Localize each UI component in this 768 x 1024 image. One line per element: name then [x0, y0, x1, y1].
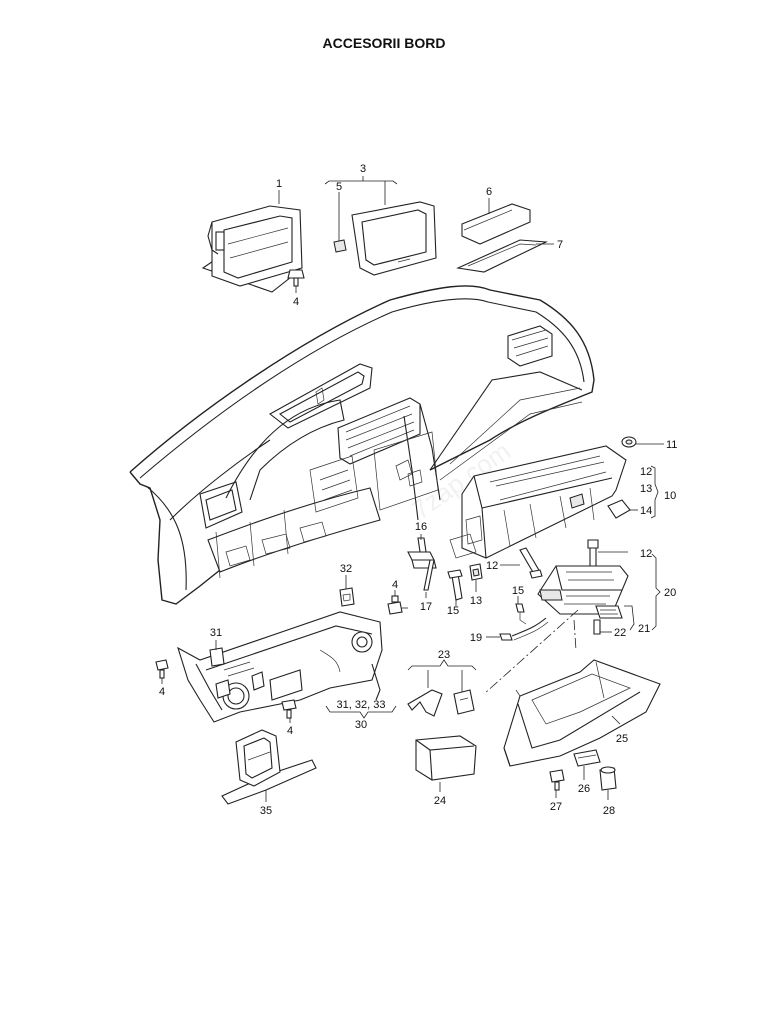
callout-7: 7 [557, 239, 563, 251]
callout-27: 27 [550, 801, 562, 813]
callout-15-a: 15 [447, 605, 459, 617]
callout-24: 24 [434, 795, 446, 807]
part-11-clip [621, 436, 664, 448]
callout-3: 3 [360, 163, 366, 175]
callout-labels: 1 3 4 5 6 7 11 12 13 10 14 16 12 12 20 3… [159, 163, 677, 817]
callout-17: 17 [420, 601, 432, 613]
callout-6: 6 [486, 186, 492, 198]
callout-31-32-33: 31, 32, 33 [337, 699, 386, 711]
callout-12-b: 12 [486, 560, 498, 572]
callout-4-top: 4 [293, 296, 299, 308]
bracket-10 [650, 465, 659, 519]
callout-4-mid: 4 [392, 579, 398, 591]
part-1-console-bezel [201, 190, 303, 293]
callout-19: 19 [470, 632, 482, 644]
part-23-brackets [407, 659, 477, 717]
bracket-30 [325, 705, 397, 719]
callout-35: 35 [260, 805, 272, 817]
part-10-glovebox-housing [449, 445, 627, 559]
callout-1: 1 [276, 178, 282, 190]
callout-31: 31 [210, 627, 222, 639]
callout-4-left: 4 [159, 686, 165, 698]
part-6-7-covers [456, 198, 554, 273]
part-20-lock-mechanism [537, 539, 661, 635]
callout-25: 25 [616, 733, 628, 745]
parts-13-17-hardware [407, 534, 483, 606]
part-25-glovebox-lid [503, 659, 661, 767]
alignment-line-b [573, 619, 577, 651]
alignment-line-a [483, 609, 579, 695]
callout-11: 11 [666, 439, 677, 451]
part-4-screws-lower [155, 659, 297, 723]
callout-12-c: 12 [640, 548, 652, 560]
part-3-display-frame [324, 176, 437, 276]
callout-21: 21 [638, 623, 650, 635]
part-30-lower-trim [177, 611, 383, 723]
callout-23: 23 [438, 649, 450, 661]
part-24-storage-tray [415, 735, 477, 792]
callout-4-lower: 4 [287, 725, 293, 737]
callout-20: 20 [664, 587, 676, 599]
callout-13-b: 13 [470, 595, 482, 607]
parts-15-19-cable [486, 596, 549, 641]
callout-14: 14 [640, 505, 652, 517]
callout-26: 26 [578, 783, 590, 795]
callout-15-b: 15 [512, 585, 524, 597]
callout-30: 30 [355, 719, 367, 731]
part-4-screw-top [287, 269, 305, 293]
part-32-clip [339, 575, 408, 615]
callout-13-a: 13 [640, 483, 652, 495]
callout-10: 10 [664, 490, 676, 502]
callout-16: 16 [415, 521, 427, 533]
callout-32: 32 [340, 563, 352, 575]
callout-28: 28 [603, 805, 615, 817]
part-12-screw-a [500, 547, 543, 579]
page-title: ACCESORII BORD [322, 35, 446, 51]
part-14-bracket [607, 499, 638, 519]
callout-5: 5 [336, 181, 342, 193]
callout-22: 22 [614, 627, 626, 639]
parts-26-28-latch [549, 749, 617, 800]
callout-12-a: 12 [640, 466, 652, 478]
part-35-cup-holder [221, 729, 317, 805]
